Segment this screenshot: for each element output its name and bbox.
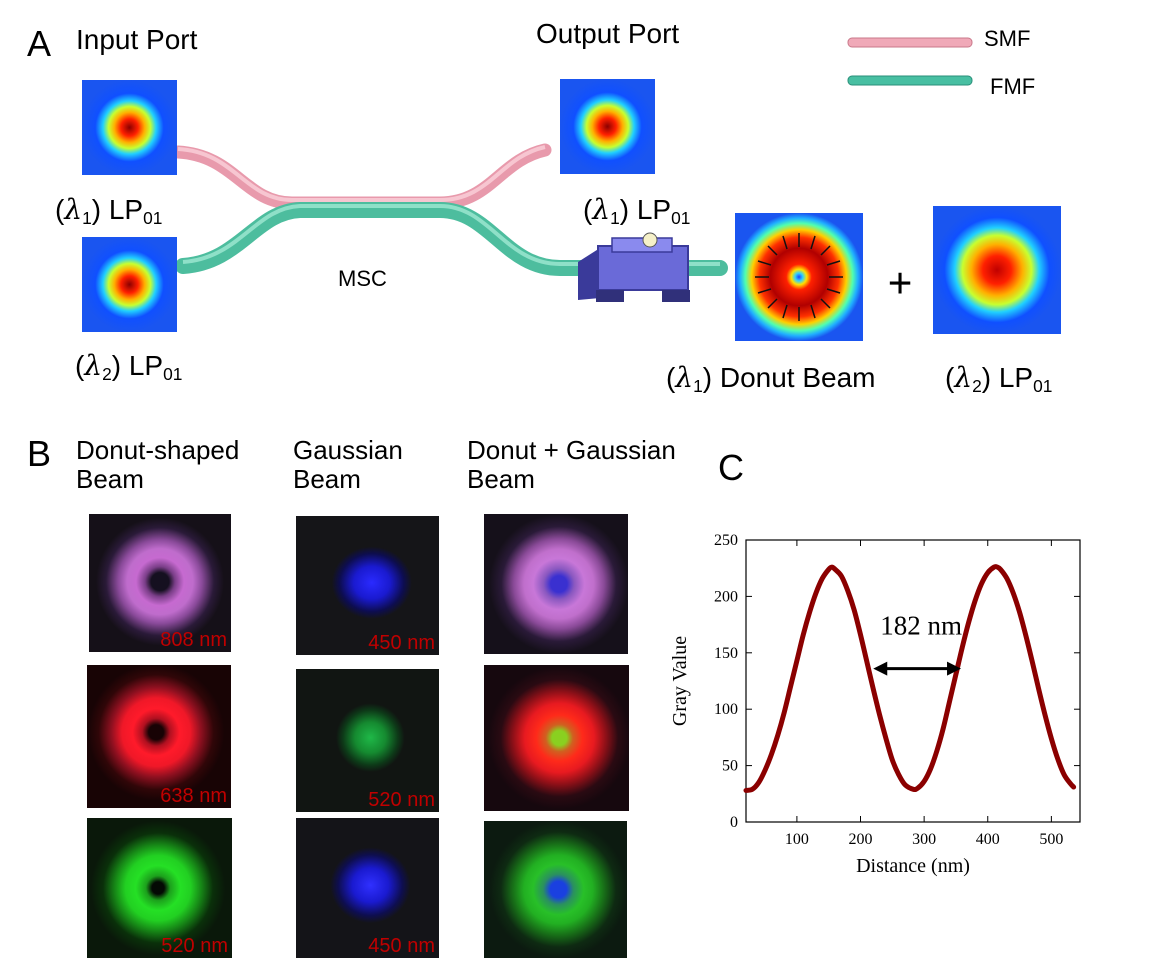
x-tick-label: 300 — [912, 831, 936, 848]
wavelength-label: 520 nm — [161, 935, 228, 957]
fmf-legend-label: FMF — [990, 74, 1036, 99]
panel-b-letter: B — [27, 433, 52, 474]
mode-profiles — [82, 79, 1061, 341]
wavelength-label: 808 nm — [160, 629, 227, 651]
x-axis-label: Distance (nm) — [856, 855, 970, 877]
fwhm-arrow-head-right — [947, 661, 962, 676]
column-header-donut: Donut-shaped Beam — [76, 435, 240, 495]
smf-legend-label: SMF — [984, 26, 1031, 51]
x-tick-label: 200 — [849, 831, 873, 848]
msc-label: MSC — [338, 266, 387, 291]
fmf-fiber — [175, 202, 728, 276]
y-tick-label: 200 — [714, 588, 738, 605]
column-header-gaussian: Gaussian Beam — [293, 435, 403, 495]
input-lambda1-lp01-label: (λ1) LP01 — [55, 193, 163, 228]
y-tick-label: 100 — [714, 701, 738, 718]
axis-ticks: 100 200 300 400 500 0 50 100 150 200 250 — [714, 532, 1080, 848]
photo-donut-808: 808 nm — [89, 514, 231, 652]
fmf-legend-swatch — [847, 75, 973, 86]
output-lp01-lambda1-image — [560, 79, 655, 174]
panel-a-letter: A — [27, 23, 52, 64]
photo-combined-520-450 — [484, 821, 627, 958]
photo-combined-638-520 — [484, 665, 629, 811]
fwhm-arrow-head-left — [873, 661, 888, 676]
x-tick-label: 500 — [1039, 831, 1063, 848]
mode-converter-icon — [578, 232, 690, 302]
y-tick-label: 0 — [730, 814, 738, 831]
y-axis-label: Gray Value — [669, 636, 691, 726]
column-header-combined: Donut + Gaussian Beam — [467, 435, 676, 495]
plus-sign: + — [887, 259, 912, 308]
photo-gaussian-450-top: 450 nm — [296, 516, 439, 655]
fiber-diagram: + — [171, 143, 913, 308]
input-lambda2-lp01-label: (λ2) LP01 — [75, 349, 183, 384]
output-port-label: Output Port — [536, 18, 680, 49]
photo-combined-808-450 — [484, 514, 628, 654]
fwhm-annotation: 182 nm — [873, 611, 962, 676]
input-port-label: Input Port — [76, 24, 198, 55]
y-tick-label: 250 — [714, 532, 738, 549]
wavelength-label: 450 nm — [368, 935, 435, 957]
donut-beam-image — [735, 213, 863, 341]
wavelength-label: 450 nm — [368, 632, 435, 654]
panel-c-letter: C — [718, 447, 744, 488]
plot-frame — [745, 539, 1081, 823]
gray-value-series-line — [743, 564, 1077, 793]
x-tick-label: 400 — [976, 831, 1000, 848]
wavelength-label: 520 nm — [368, 789, 435, 811]
photo-donut-520: 520 nm — [87, 818, 232, 958]
y-tick-label: 150 — [714, 645, 738, 662]
x-tick-label: 100 — [785, 831, 809, 848]
photo-gaussian-520: 520 nm — [296, 669, 439, 812]
input-lp01-lambda2-image — [82, 237, 177, 332]
input-lp01-lambda1-image — [82, 80, 177, 175]
polarization-arrows — [755, 233, 843, 321]
photo-donut-638: 638 nm — [87, 665, 231, 808]
donut-beam-label: (λ1) Donut Beam — [666, 361, 876, 396]
gray-value-chart: 100 200 300 400 500 0 50 100 150 200 250 182 nm Di… — [669, 532, 1081, 877]
fiber-legend — [847, 37, 973, 86]
photo-gaussian-450-bottom: 450 nm — [296, 818, 439, 958]
fwhm-annotation-label: 182 nm — [880, 611, 962, 641]
smf-legend-swatch — [847, 37, 973, 48]
output-lambda1-lp01-label: (λ1) LP01 — [583, 193, 691, 228]
output-lp01-lambda2-image — [933, 206, 1061, 334]
y-tick-label: 50 — [722, 758, 738, 775]
wavelength-label: 638 nm — [160, 785, 227, 807]
output-lambda2-lp01-label: (λ2) LP01 — [945, 361, 1053, 396]
